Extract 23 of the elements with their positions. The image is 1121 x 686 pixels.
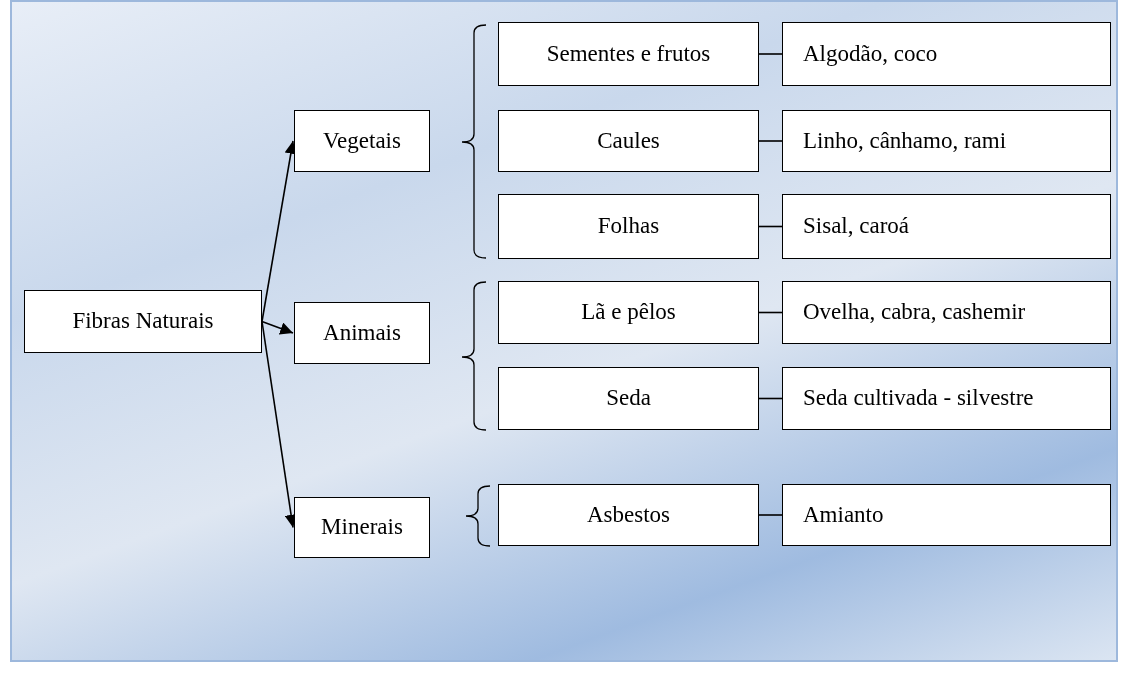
- text-box: Lã e pêlos: [498, 281, 759, 344]
- text-box: Sementes e frutos: [498, 22, 759, 86]
- connector-line: [758, 311, 783, 314]
- text-box: Animais: [294, 302, 430, 364]
- connector-line: [758, 140, 783, 142]
- text-box: Caules: [498, 110, 759, 172]
- text-box: Asbestos: [498, 484, 759, 546]
- text-box: Minerais: [294, 497, 430, 558]
- text-box: Amianto: [782, 484, 1111, 546]
- connector-line: [758, 53, 783, 55]
- connector-line: [758, 397, 783, 400]
- connector-line: [758, 514, 783, 516]
- text-box: Linho, cânhamo, rami: [782, 110, 1111, 172]
- arrow: [261, 320, 294, 335]
- text-box: Algodão, coco: [782, 22, 1111, 86]
- connector-line: [758, 225, 783, 228]
- text-box: Vegetais: [294, 110, 430, 172]
- text-box: Sisal, caroá: [782, 194, 1111, 259]
- text-box: Ovelha, cabra, cashemir: [782, 281, 1111, 344]
- text-box: Folhas: [498, 194, 759, 259]
- text-box: Seda cultivada - silvestre: [782, 367, 1111, 430]
- text-box: Seda: [498, 367, 759, 430]
- text-box: Fibras Naturais: [24, 290, 262, 353]
